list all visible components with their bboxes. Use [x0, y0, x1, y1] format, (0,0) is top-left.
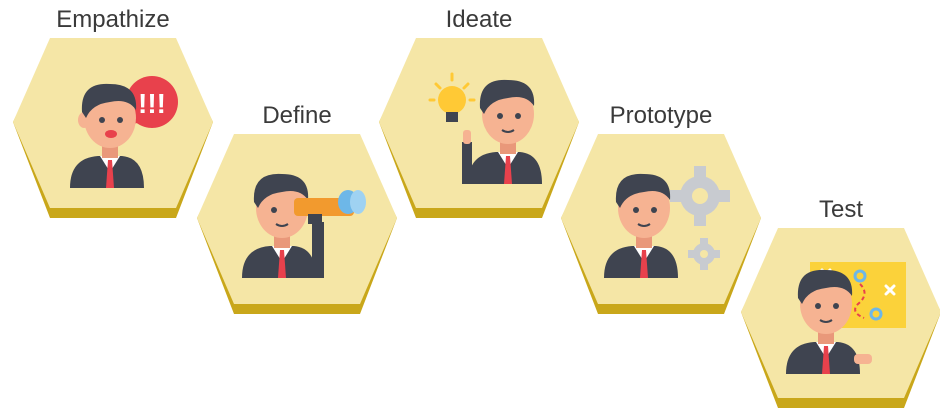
person-with-binoculars-icon [242, 173, 366, 278]
step-label: Define [262, 102, 332, 129]
person-with-alert-bubble-icon: !!! [70, 76, 178, 188]
person-with-strategy-map-icon [786, 262, 906, 374]
alert-text: !!! [138, 88, 166, 119]
person-with-lightbulb-icon [428, 72, 542, 184]
step-label: Ideate [445, 6, 513, 33]
step-label: Empathize [56, 6, 170, 33]
step-label: Prototype [609, 102, 713, 129]
person-with-gears-icon [604, 166, 730, 278]
step-label: Test [818, 196, 863, 223]
